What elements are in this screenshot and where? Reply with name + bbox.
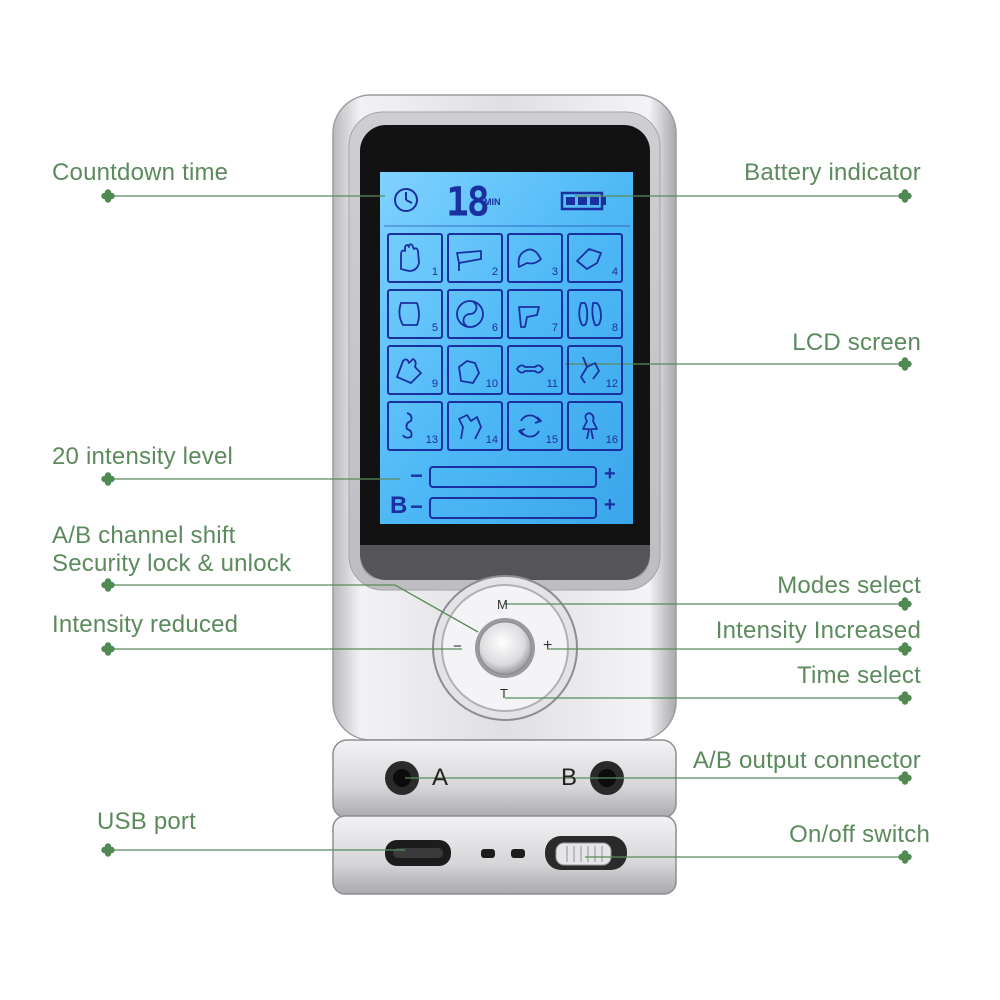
battery-icon (560, 191, 606, 211)
channel-b-plus: + (604, 494, 616, 516)
label-countdown-time: Countdown time (52, 159, 229, 186)
clover-icon (101, 578, 115, 592)
button-m[interactable]: M (497, 597, 508, 612)
label-ab-output-connector: A/B output connector (692, 747, 921, 774)
body-part-icon (456, 300, 484, 328)
body-part-icon (396, 358, 422, 384)
clover-icon (101, 472, 115, 486)
button-minus[interactable]: − (453, 638, 462, 655)
mode-number: 5 (431, 322, 438, 334)
clover-icon (101, 189, 115, 203)
mode-cell: 3 (507, 233, 563, 283)
mode-cell: 14 (447, 401, 503, 451)
body-part-icon (517, 248, 542, 268)
clover-icon (898, 850, 912, 864)
label-lcd-screen: LCD screen (792, 329, 921, 356)
mode-cell: 5 (387, 289, 443, 339)
clover-icon (898, 691, 912, 705)
clover-icon (898, 642, 912, 656)
mode-cell: 2 (447, 233, 503, 283)
clover-icon (898, 357, 912, 371)
mode-cell: 4 (567, 233, 623, 283)
mode-cell: 8 (567, 289, 623, 339)
intensity-bar-a (429, 466, 597, 488)
mode-number: 3 (551, 266, 558, 278)
body-part-icon (518, 306, 540, 328)
mode-number: 10 (485, 378, 498, 390)
mode-number: 16 (605, 434, 618, 446)
lcd-screen (380, 172, 633, 524)
clover-icon (101, 642, 115, 656)
body-part-icon (398, 302, 420, 326)
clover-icon (898, 189, 912, 203)
mode-cell: 11 (507, 345, 563, 395)
body-part-icon (456, 250, 482, 271)
body-part-icon (402, 412, 413, 439)
mode-cell: 10 (447, 345, 503, 395)
button-t[interactable]: T (500, 686, 508, 701)
body-part-icon (458, 414, 482, 440)
mode-cell: 15 (507, 401, 563, 451)
channel-b-letter: B (390, 492, 408, 519)
mode-number: 11 (546, 378, 558, 390)
mode-number: 14 (485, 434, 498, 446)
label-intensity-reduced: Intensity reduced (52, 611, 239, 638)
mode-number: 15 (545, 434, 558, 446)
mode-number: 7 (551, 322, 558, 334)
mode-cell: 7 (507, 289, 563, 339)
label-intensity-level: 20 intensity level (52, 443, 234, 470)
clock-icon (394, 188, 418, 212)
mode-number: 12 (605, 378, 618, 390)
label-time-select: Time select (796, 662, 921, 689)
port-b-label: B (561, 764, 578, 791)
label-modes-select: Modes select (777, 572, 921, 599)
mode-number: 1 (431, 266, 438, 278)
body-part-icon (458, 360, 480, 384)
mode-number: 6 (491, 322, 498, 334)
mode-number: 8 (611, 322, 618, 334)
body-part-icon (582, 412, 598, 440)
leader-lines (108, 195, 905, 858)
mode-cell: 6 (447, 289, 503, 339)
mode-number: 4 (611, 266, 618, 278)
channel-b-minus: − (410, 494, 423, 519)
timer-unit: MIN (484, 197, 501, 207)
mode-cell: 1 (387, 233, 443, 283)
label-ab-channel-shift: A/B channel shift (52, 522, 236, 549)
mode-cell: 13 (387, 401, 443, 451)
button-plus[interactable]: + (543, 637, 553, 654)
channel-a-plus: + (604, 463, 616, 485)
label-on-off-switch: On/off switch (789, 821, 930, 848)
body-part-icon (580, 356, 600, 384)
body-part-icon (576, 248, 602, 270)
center-button[interactable] (480, 623, 530, 673)
clover-markers (101, 189, 912, 864)
label-security-lock: Security lock & unlock (52, 550, 292, 577)
mode-number: 13 (425, 434, 438, 446)
mode-cell: 12 (567, 345, 623, 395)
clover-icon (101, 843, 115, 857)
label-usb-port: USB port (97, 808, 196, 835)
mode-number: 2 (491, 266, 498, 278)
body-part-icon (516, 364, 544, 374)
clover-icon (898, 771, 912, 785)
clover-icon (898, 597, 912, 611)
label-battery-indicator: Battery indicator (744, 159, 921, 186)
mode-number: 9 (431, 378, 438, 390)
body-part-icon (400, 243, 420, 272)
body-part-icon (578, 302, 602, 327)
channel-a-minus: − (410, 463, 423, 488)
timer-display: 18 (446, 178, 490, 226)
port-a-label: A (432, 764, 449, 791)
intensity-bar-b (429, 497, 597, 519)
mode-cell: 16 (567, 401, 623, 451)
body-part-icon (518, 414, 542, 438)
label-intensity-increased: Intensity Increased (715, 617, 921, 644)
mode-cell: 9 (387, 345, 443, 395)
